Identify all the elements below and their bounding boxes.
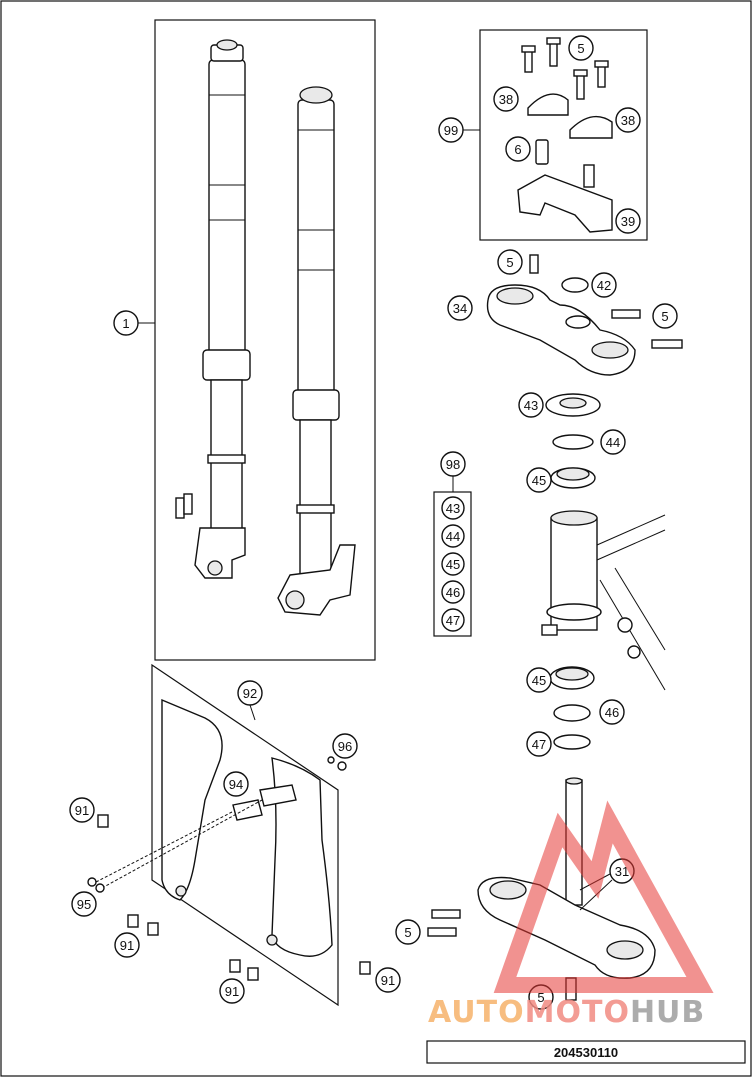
svg-text:91: 91 xyxy=(225,984,239,999)
callout-47: 47 xyxy=(526,731,552,757)
automotohub-watermark xyxy=(493,800,714,993)
svg-text:43: 43 xyxy=(524,398,538,413)
svg-text:31: 31 xyxy=(615,864,629,879)
fork-guard-frame xyxy=(151,663,339,1007)
svg-text:42: 42 xyxy=(597,278,611,293)
svg-text:98: 98 xyxy=(446,457,460,472)
callout-6: 6 xyxy=(505,136,531,162)
callout-38-left: 38 xyxy=(493,86,519,112)
callout-45: 45 xyxy=(526,467,552,493)
svg-text:95: 95 xyxy=(77,897,91,912)
callout-45-lower: 45 xyxy=(526,667,552,693)
svg-text:45: 45 xyxy=(532,473,546,488)
callout-43: 43 xyxy=(518,392,544,418)
svg-text:43: 43 xyxy=(446,501,460,516)
bearing-stack-lower xyxy=(549,666,595,750)
kit-98-item-44: 44 xyxy=(441,524,465,548)
bearing-stack-upper xyxy=(545,393,601,489)
svg-text:92: 92 xyxy=(243,686,257,701)
svg-text:46: 46 xyxy=(605,705,619,720)
callout-42: 42 xyxy=(591,272,617,298)
steering-head-frame xyxy=(541,510,666,691)
svg-text:45: 45 xyxy=(532,673,546,688)
callout-44: 44 xyxy=(600,429,626,455)
callout-5-clamp-bolt: 5 xyxy=(568,35,594,61)
watermark-logo: AUTOMOTOHUB xyxy=(428,995,705,1030)
callout-91-a: 91 xyxy=(69,797,95,823)
svg-text:6: 6 xyxy=(514,142,521,157)
handlebar-clamp-frame xyxy=(479,29,648,241)
svg-text:5: 5 xyxy=(404,925,411,940)
svg-text:91: 91 xyxy=(381,973,395,988)
svg-text:44: 44 xyxy=(446,529,460,544)
kit-98-item-43: 43 xyxy=(441,496,465,520)
left-fork-leg xyxy=(175,39,251,579)
callout-96: 96 xyxy=(332,733,358,759)
callout-38-right: 38 xyxy=(615,107,641,133)
svg-text:1: 1 xyxy=(122,316,129,331)
kit-98-item-47: 47 xyxy=(441,608,465,632)
svg-text:38: 38 xyxy=(621,113,635,128)
logo-auto: AUTO xyxy=(428,995,525,1030)
callout-1: 1 xyxy=(113,310,139,336)
doc-number-box xyxy=(426,1040,746,1064)
svg-text:94: 94 xyxy=(229,777,243,792)
callout-39: 39 xyxy=(615,208,641,234)
svg-text:5: 5 xyxy=(537,990,544,1005)
callout-91-c: 91 xyxy=(219,978,245,1004)
logo-moto: MOTO xyxy=(524,995,630,1030)
svg-text:5: 5 xyxy=(506,255,513,270)
callout-92: 92 xyxy=(237,680,263,706)
right-fork-leg xyxy=(277,86,356,616)
callout-94: 94 xyxy=(223,771,249,797)
svg-text:47: 47 xyxy=(532,737,546,752)
svg-text:5: 5 xyxy=(577,41,584,56)
upper-triple-clamp xyxy=(486,254,683,376)
fork-assembly-frame xyxy=(154,19,376,661)
svg-text:91: 91 xyxy=(120,938,134,953)
svg-text:39: 39 xyxy=(621,214,635,229)
svg-text:47: 47 xyxy=(446,613,460,628)
fork-guard-screws xyxy=(87,799,371,981)
svg-text:91: 91 xyxy=(75,803,89,818)
callout-98: 98 xyxy=(440,451,466,477)
kit-98-item-45: 45 xyxy=(441,552,465,576)
kit-98-item-46: 46 xyxy=(441,580,465,604)
svg-text:46: 46 xyxy=(446,585,460,600)
logo-hub: HUB xyxy=(629,995,706,1030)
kit-98-box xyxy=(433,491,472,637)
svg-text:5: 5 xyxy=(661,309,668,324)
callout-34: 34 xyxy=(447,295,473,321)
callout-46: 46 xyxy=(599,699,625,725)
svg-text:45: 45 xyxy=(446,557,460,572)
svg-text:38: 38 xyxy=(499,92,513,107)
callout-91-b: 91 xyxy=(114,932,140,958)
svg-text:34: 34 xyxy=(453,301,467,316)
fork-guards xyxy=(161,698,347,957)
callout-91-d: 91 xyxy=(375,967,401,993)
callout-5-lower-bolt: 5 xyxy=(395,919,421,945)
callout-5-upper-bolt: 5 xyxy=(497,249,523,275)
handlebar-clamp-parts xyxy=(517,37,613,233)
callout-99: 99 xyxy=(438,117,464,143)
doc-number: 204530110 xyxy=(554,1045,618,1060)
callout-95: 95 xyxy=(71,891,97,917)
callout-5-side-bolt: 5 xyxy=(652,303,678,329)
svg-text:44: 44 xyxy=(606,435,620,450)
svg-text:96: 96 xyxy=(338,739,352,754)
svg-text:99: 99 xyxy=(444,123,458,138)
